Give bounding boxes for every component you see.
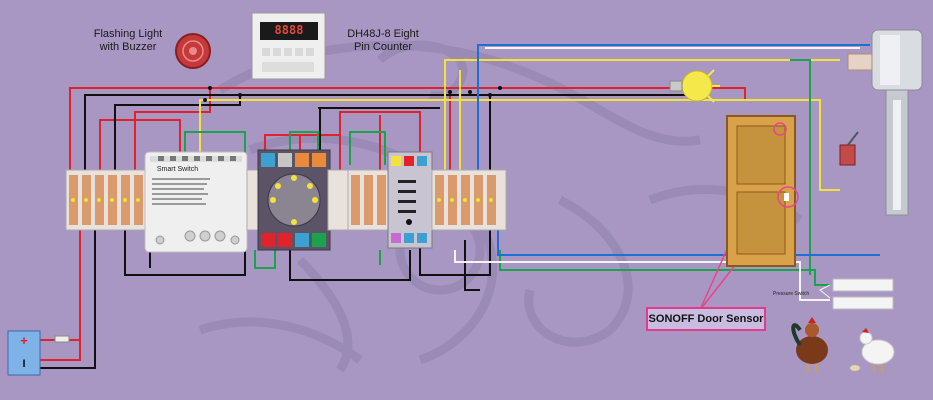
fuse-icon [54,335,70,343]
terminal-block-middle [347,169,389,231]
flasher-label: Flashing Light with Buzzer [93,28,163,53]
smart-switch-module [144,151,248,253]
linear-actuator-icon [847,29,923,216]
junction-dots [203,86,502,102]
limit-switch-icon [839,131,859,166]
counter-label: DH48J-8 Eight Pin Counter [347,28,419,53]
relay-socket-left [246,149,349,251]
battery-minus-label: I [22,358,26,370]
terminal-block-right [431,169,507,231]
terminal-block-left [65,169,147,231]
counter-socket [387,151,433,249]
counter-device-icon [251,12,326,80]
flashing-light-icon [175,33,211,69]
door-sensor-label: SONOFF Door Sensor [646,307,766,331]
light-bulb-icon [669,69,720,103]
counter-display-text: 8888 [274,23,304,37]
pressure-switch-label: Pressure Switch [773,291,810,297]
smart-switch-label: Smart Switch [156,166,199,173]
pressure-switch-plates [832,278,894,310]
battery-plus-label: + [20,333,28,348]
rooster-icon [791,317,828,372]
door-illustration [726,115,799,267]
battery-icon [7,330,41,376]
hen-icon [850,328,895,372]
